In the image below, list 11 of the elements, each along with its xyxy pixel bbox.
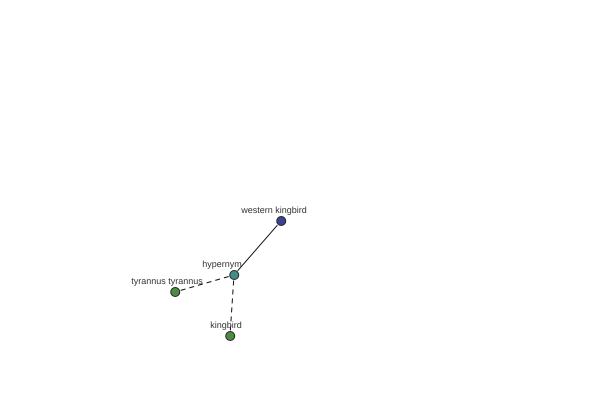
graph-node [241,205,307,226]
dashed-line [180,276,230,291]
graph-node [210,320,242,341]
connector-line [237,224,278,272]
node-label: tyrannus tyrannus [131,276,203,286]
node-label: hypernym [202,259,242,269]
node-label: kingbird [210,320,242,330]
graph-node [131,276,203,297]
node-label: western kingbird [241,205,307,215]
dashed-line [230,280,234,331]
graph-node [202,259,242,280]
